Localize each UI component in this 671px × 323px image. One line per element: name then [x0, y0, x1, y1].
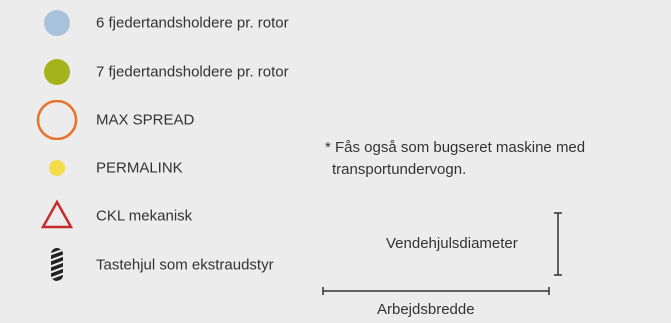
legend-label: CKL mekanisk — [96, 207, 193, 225]
footnote-line-1: * Fås også som bugseret maskine med — [325, 139, 586, 156]
legend-item-gauge-wheel: Tastehjul som ekstraudstyr — [0, 245, 340, 285]
legend-item-6-holders: 6 fjedertandsholdere pr. rotor — [0, 3, 340, 43]
light-blue-dot-icon — [32, 3, 82, 43]
height-dimension-label: Vendehjulsdiameter — [386, 235, 518, 252]
width-dimension-marker — [321, 285, 551, 297]
yellow-dot-icon — [32, 148, 82, 188]
legend-label: MAX SPREAD — [96, 111, 195, 129]
height-dimension-marker — [550, 211, 566, 277]
footnote: * Fås også som bugseret maskine med tran… — [325, 137, 655, 181]
width-dimension-label: Arbejdsbredde — [377, 301, 475, 318]
orange-ring-icon — [32, 100, 82, 140]
legend-item-ckl: CKL mekanisk — [0, 196, 340, 236]
footnote-line-2: transportundervogn. — [332, 161, 467, 178]
legend-item-7-holders: 7 fjedertandsholdere pr. rotor — [0, 52, 340, 92]
legend-label: Tastehjul som ekstraudstyr — [96, 256, 274, 274]
legend-label: 7 fjedertandsholdere pr. rotor — [96, 63, 289, 81]
legend-label: PERMALINK — [96, 159, 183, 177]
red-triangle-icon — [32, 196, 82, 236]
legend-label: 6 fjedertandsholdere pr. rotor — [96, 14, 289, 32]
legend-item-max-spread: MAX SPREAD — [0, 100, 340, 140]
olive-green-dot-icon — [32, 52, 82, 92]
striped-wheel-icon — [32, 245, 82, 285]
legend-item-permalink: PERMALINK — [0, 148, 340, 188]
